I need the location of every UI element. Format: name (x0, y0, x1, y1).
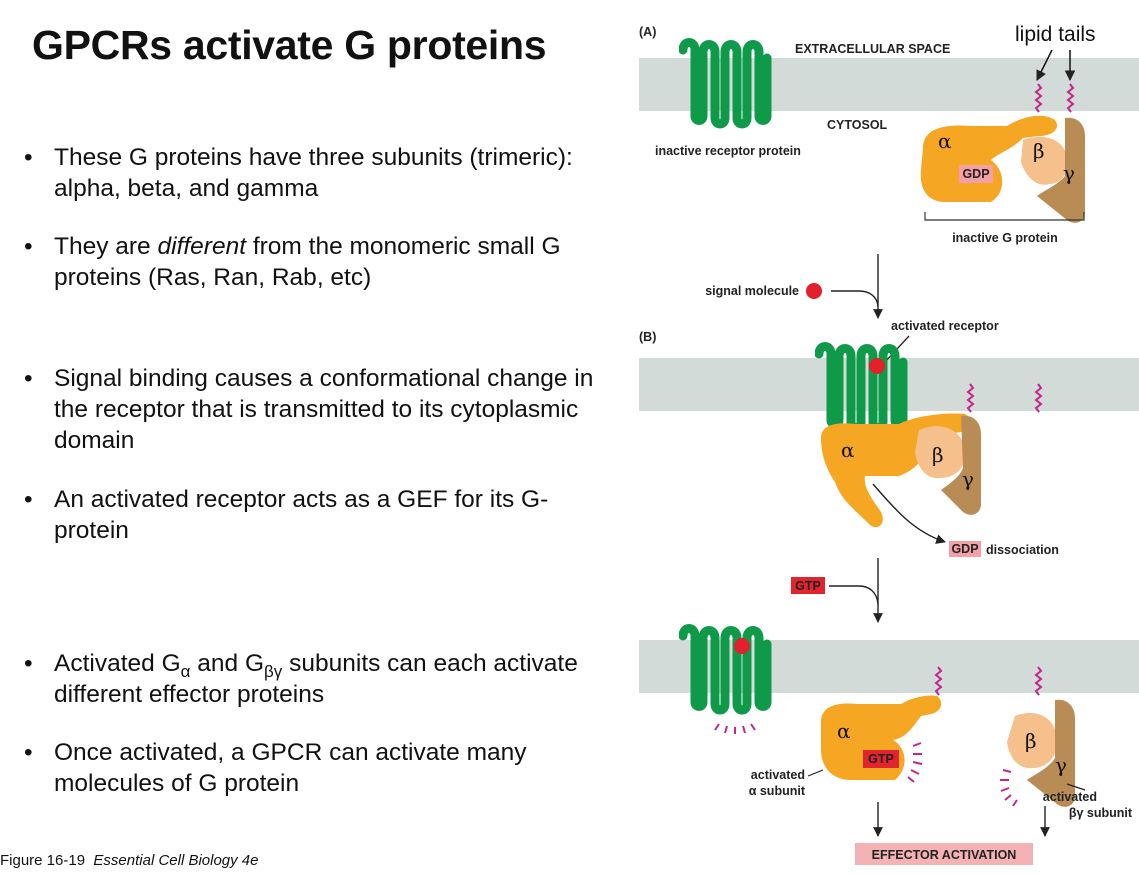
alpha-label: α (938, 129, 952, 153)
bound-signal-molecule (869, 358, 885, 374)
bullet-text: They are different from the monomeric sm… (54, 233, 561, 291)
gamma-subunit (1027, 699, 1075, 807)
lipid-tail (1066, 83, 1075, 113)
bullet-text: Once activated, a GPCR can activate many… (54, 739, 527, 797)
lipid-tail (966, 383, 975, 413)
bullet-dot: • (24, 739, 33, 766)
gdp-box (949, 541, 981, 557)
emphasis-text: different (157, 233, 247, 260)
inactive-receptor-label: inactive receptor protein (655, 144, 801, 158)
alpha-label: α (837, 719, 851, 743)
bullet-text: These G proteins have three subunits (tr… (54, 144, 573, 202)
lipid-arrow (1036, 49, 1053, 81)
panel-b-label: (B) (639, 330, 656, 344)
bullet-dot: • (24, 233, 33, 260)
gamma-label: γ (1055, 753, 1067, 777)
beta-subunit (915, 426, 966, 479)
by-subunit-label: βγ subunit (1069, 806, 1133, 820)
bullet-text: Signal binding causes a conformational c… (54, 365, 594, 454)
alpha-subunit (920, 115, 1058, 202)
lipid-tail (934, 666, 943, 696)
alpha-label: α (841, 438, 855, 462)
gamma-label: γ (962, 467, 974, 491)
book-title: Essential Cell Biology 4e (93, 852, 259, 869)
alpha-subunit (821, 695, 942, 780)
dissociation-label: dissociation (986, 543, 1059, 557)
gdp-box (959, 165, 993, 183)
activated-receptor-label: activated receptor (891, 319, 999, 333)
inactive-g-label: inactive G protein (952, 231, 1058, 245)
bullet-dot: • (24, 486, 33, 513)
signal-molecule-label: signal molecule (705, 284, 799, 298)
beta-label: β (1025, 729, 1037, 753)
signal-arrow (831, 290, 879, 307)
gtp-box (863, 750, 899, 768)
gtp-label: GTP (795, 579, 821, 593)
gamma-label: γ (1063, 161, 1075, 185)
beta-label: β (1033, 139, 1045, 163)
beta-label: β (932, 443, 944, 467)
activated-by-label: activated (1043, 790, 1097, 804)
g-protein-bracket (924, 212, 1085, 221)
beta-subunit (1021, 136, 1068, 185)
gdp-label: GDP (951, 542, 978, 556)
slide-title: GPCRs activate G proteins (32, 22, 547, 68)
bullet-dot: • (24, 650, 33, 677)
membrane-b (639, 358, 1139, 411)
activity-rays (714, 723, 756, 734)
lipid-tails-label: lipid tails (1015, 23, 1096, 46)
signal-molecule (806, 283, 822, 299)
gtp-label: GTP (868, 752, 894, 766)
gdp-label: GDP (962, 167, 989, 181)
cytosol-label: CYTOSOL (827, 118, 888, 132)
gpcr-diagram: (A) EXTRACELLULAR SPACE CYTOSOL lipid ta… (639, 23, 1139, 865)
activity-rays (907, 742, 923, 783)
bound-signal-molecule (734, 638, 750, 654)
activated-alpha-label: activated (751, 768, 805, 782)
bullet-dot: • (24, 144, 33, 171)
pointer-line (807, 769, 824, 777)
bullet-text: Activated Gα and Gβγ subunits can each a… (54, 650, 578, 708)
lipid-tail (1034, 666, 1043, 696)
gamma-subunit (1037, 117, 1085, 223)
beta-subunit (1007, 712, 1058, 769)
alpha-subunit (821, 413, 971, 528)
dissociation-arrow (872, 483, 946, 544)
lipid-tail (1034, 83, 1043, 113)
activity-rays (1000, 769, 1018, 807)
figure-caption: Figure 16-19 Essential Cell Biology 4e (0, 852, 259, 869)
pointer-line (1066, 783, 1086, 791)
bullet-text: An activated receptor acts as a GEF for … (54, 486, 549, 544)
extracellular-label: EXTRACELLULAR SPACE (795, 42, 950, 56)
alpha-subunit-label: α subunit (749, 784, 806, 798)
bullet-dot: • (24, 365, 33, 392)
effector-activation-label: EFFECTOR ACTIVATION (872, 848, 1017, 862)
lipid-tail (1034, 383, 1043, 413)
gtp-arrow (829, 585, 879, 605)
gtp-box (791, 577, 825, 594)
effector-activation-box (855, 843, 1033, 865)
panel-a-label: (A) (639, 25, 656, 39)
gamma-subunit (941, 415, 981, 515)
